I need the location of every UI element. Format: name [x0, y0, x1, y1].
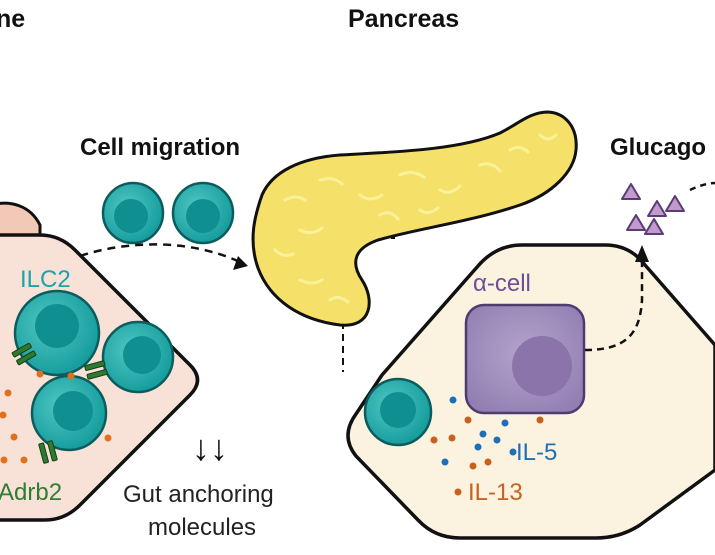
- il5-label: IL-5: [516, 439, 557, 466]
- ilc2-cell-icon: [13, 289, 101, 377]
- molecules-label: molecules: [148, 514, 256, 541]
- il5-dots: [441, 396, 517, 466]
- pancreas-texture: [273, 133, 558, 304]
- ilc2-cell-icon: [363, 377, 433, 447]
- alpha-cell-label: α-cell: [473, 270, 531, 297]
- il13-label: IL-13: [468, 479, 523, 506]
- heading-left: ne: [0, 5, 25, 33]
- migration-arrowhead: [233, 256, 248, 270]
- alpha-cell-icon: [464, 303, 586, 415]
- glucagon-triangle-icon: [665, 195, 685, 212]
- glucagon-triangle-icon: [621, 183, 641, 200]
- glucagon-triangle-icon: [644, 218, 664, 235]
- glucagon-arrowhead: [635, 245, 649, 262]
- migrating-cell-icon: [171, 181, 235, 245]
- down-arrows-icon: ↓↓: [192, 427, 228, 468]
- ilc2-label: ILC2: [20, 266, 71, 293]
- migrating-cell-icon: [101, 181, 165, 245]
- ilc2-cell-icon: [30, 374, 108, 452]
- cell-migration-label: Cell migration: [80, 134, 240, 161]
- adrb2-label: Adrb2: [0, 479, 62, 506]
- gut-anchoring-label: Gut anchoring: [123, 481, 274, 508]
- il13-dots: [430, 416, 544, 496]
- gut-cytokine-dots: [0, 370, 112, 464]
- glucagon-arrow-extension: [689, 181, 715, 192]
- glucagon-triangle-icon: [647, 200, 667, 217]
- migration-arrow: [29, 243, 241, 282]
- heading-glucagon: Glucago: [610, 134, 706, 161]
- glucagon-arrow: [584, 262, 644, 352]
- glucagon-triangle-icon: [626, 214, 646, 231]
- ilc2-cell-icon: [101, 320, 175, 394]
- heading-pancreas: Pancreas: [348, 5, 459, 33]
